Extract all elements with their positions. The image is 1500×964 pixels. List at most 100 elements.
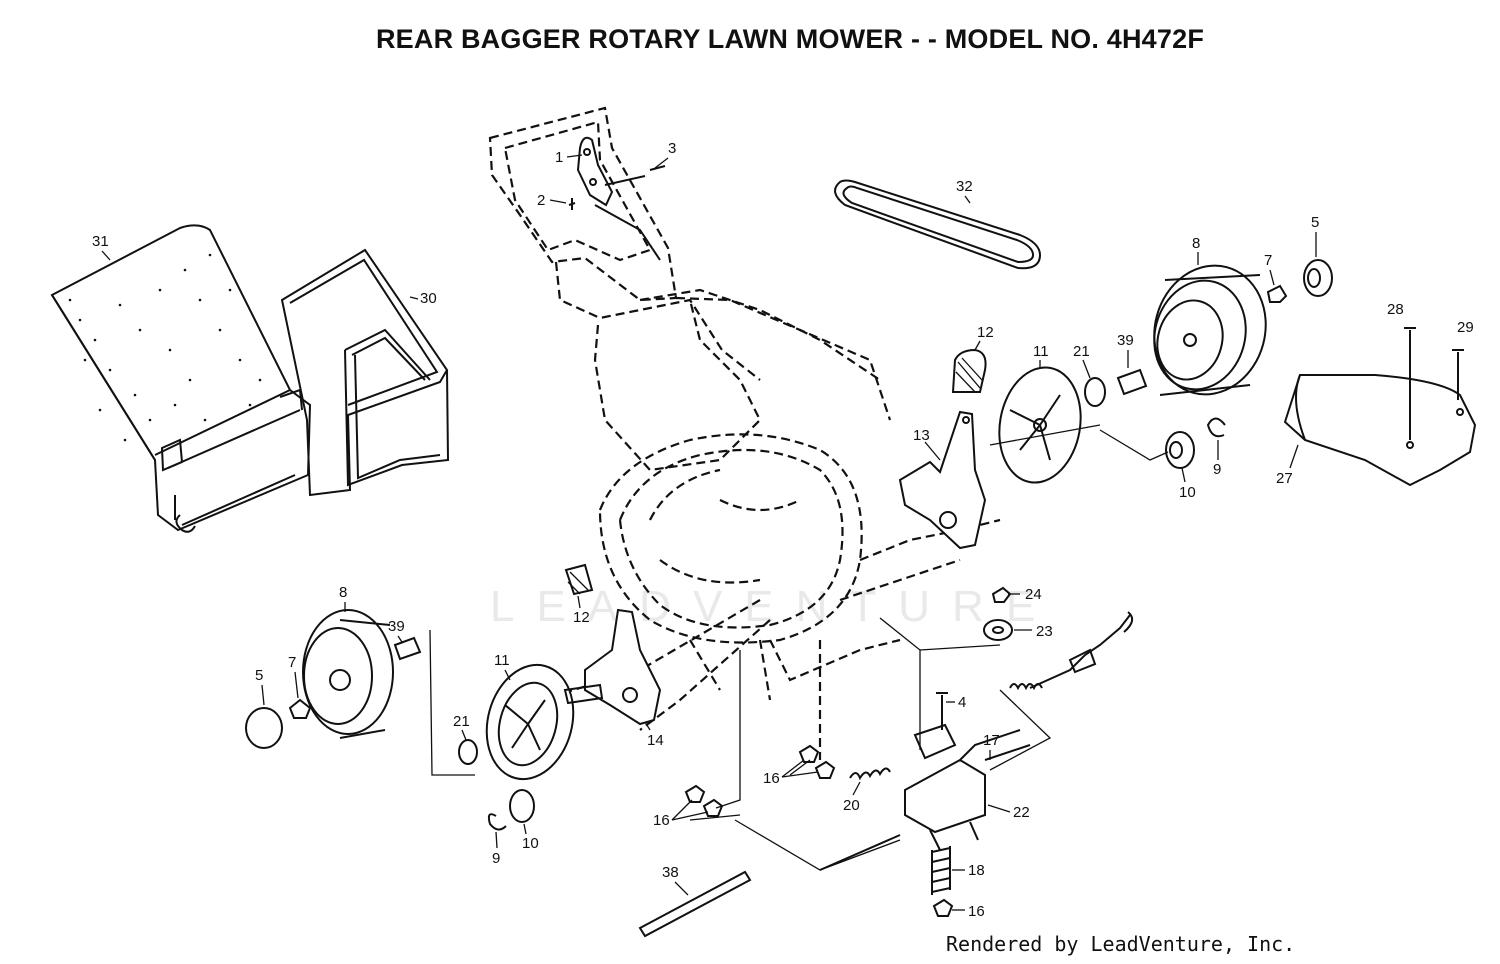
callout-17: 17 bbox=[983, 732, 1000, 760]
callout-21-left: 21 bbox=[453, 713, 470, 741]
svg-text:24: 24 bbox=[1025, 586, 1042, 603]
return-spring bbox=[849, 767, 891, 781]
right-wheel-plate bbox=[998, 366, 1082, 484]
svg-text:10: 10 bbox=[522, 835, 539, 852]
svg-text:16: 16 bbox=[763, 770, 780, 787]
mower-deck bbox=[539, 433, 1001, 760]
deflector-bolt-short bbox=[1452, 349, 1464, 400]
svg-text:21: 21 bbox=[1073, 343, 1090, 360]
callout-23: 23 bbox=[1014, 623, 1053, 640]
shift-rod bbox=[819, 744, 1031, 871]
svg-text:21: 21 bbox=[453, 713, 470, 730]
callout-12-lower: 12 bbox=[573, 595, 590, 626]
callout-5-right: 5 bbox=[1311, 214, 1319, 257]
svg-text:39: 39 bbox=[1117, 332, 1134, 349]
callout-10-left: 10 bbox=[522, 823, 539, 852]
svg-text:11: 11 bbox=[494, 652, 510, 669]
diagram-title: REAR BAGGER ROTARY LAWN MOWER - - MODEL … bbox=[375, 24, 1205, 54]
callout-16-left: 16 bbox=[653, 799, 709, 829]
callout-7-left: 7 bbox=[288, 654, 299, 699]
callout-31: 31 bbox=[92, 233, 111, 261]
handle-bracket bbox=[568, 136, 666, 261]
pulley-nut bbox=[991, 586, 1012, 603]
svg-text:5: 5 bbox=[255, 667, 263, 684]
callout-12-upper: 12 bbox=[974, 324, 994, 351]
callout-27: 27 bbox=[1276, 444, 1299, 487]
left-drive-gear bbox=[509, 789, 535, 823]
callouts: 1 2 3 32 31 30 8 7 5 12 11 21 39 28 29 1… bbox=[92, 140, 1474, 920]
callout-9-right: 9 bbox=[1213, 440, 1221, 478]
callout-3: 3 bbox=[654, 140, 676, 169]
left-front-wheel bbox=[302, 609, 394, 739]
callout-29: 29 bbox=[1457, 319, 1474, 336]
svg-text:12: 12 bbox=[573, 609, 590, 626]
right-rear-wheel bbox=[1153, 264, 1267, 396]
callout-38: 38 bbox=[662, 864, 689, 896]
callout-8-right: 8 bbox=[1192, 235, 1200, 265]
left-wheel-plate bbox=[485, 663, 575, 781]
left-adjuster-bracket bbox=[563, 608, 662, 726]
svg-text:31: 31 bbox=[92, 233, 109, 250]
height-adjust-grip-lower bbox=[564, 563, 594, 596]
footer-credit: Rendered by LeadVenture, Inc. bbox=[946, 932, 1296, 956]
exploded-view-lines bbox=[429, 424, 1169, 871]
svg-text:20: 20 bbox=[843, 797, 860, 814]
right-wheel-cap bbox=[1303, 259, 1333, 297]
svg-text:28: 28 bbox=[1387, 301, 1404, 318]
svg-text:16: 16 bbox=[653, 812, 670, 829]
svg-text:27: 27 bbox=[1276, 470, 1293, 487]
callout-24: 24 bbox=[1008, 586, 1042, 603]
left-bushing bbox=[393, 636, 422, 661]
callout-13: 13 bbox=[913, 427, 941, 461]
svg-text:10: 10 bbox=[1179, 484, 1196, 501]
svg-text:9: 9 bbox=[492, 850, 500, 867]
bag-frame bbox=[280, 248, 450, 497]
svg-text:11: 11 bbox=[1033, 343, 1049, 360]
svg-text:39: 39 bbox=[388, 618, 405, 635]
svg-text:4: 4 bbox=[958, 694, 966, 711]
svg-text:38: 38 bbox=[662, 864, 679, 881]
center-nuts bbox=[798, 744, 836, 779]
handle-assembly bbox=[488, 106, 892, 472]
svg-text:7: 7 bbox=[1264, 252, 1272, 269]
svg-text:30: 30 bbox=[420, 290, 437, 307]
svg-text:12: 12 bbox=[977, 324, 994, 341]
drive-belt bbox=[834, 179, 1042, 270]
callout-4: 4 bbox=[946, 694, 966, 711]
callout-30: 30 bbox=[409, 290, 437, 307]
svg-text:2: 2 bbox=[537, 192, 545, 209]
callout-5-left: 5 bbox=[255, 667, 265, 706]
svg-text:5: 5 bbox=[1311, 214, 1319, 231]
callout-9-left: 9 bbox=[492, 831, 500, 867]
left-wheel-cap bbox=[245, 707, 283, 749]
svg-text:17: 17 bbox=[983, 732, 1000, 749]
right-retaining-clip bbox=[1206, 417, 1226, 438]
transmission-bolt bbox=[936, 692, 948, 730]
pulley-washer bbox=[983, 619, 1013, 641]
callout-28: 28 bbox=[1387, 301, 1404, 318]
callout-39-right: 39 bbox=[1117, 332, 1134, 368]
cable-spring bbox=[1009, 683, 1043, 691]
drive-cable bbox=[1029, 611, 1134, 689]
callout-8-left: 8 bbox=[339, 584, 347, 612]
svg-text:3: 3 bbox=[668, 140, 676, 157]
callout-11-right: 11 bbox=[1033, 343, 1049, 368]
rear-deflector bbox=[1283, 374, 1477, 487]
svg-text:13: 13 bbox=[913, 427, 930, 444]
compression-spring bbox=[931, 846, 951, 895]
transmission bbox=[904, 723, 1021, 851]
right-bushing bbox=[1116, 368, 1148, 396]
svg-text:32: 32 bbox=[956, 178, 973, 195]
callout-32: 32 bbox=[956, 178, 973, 204]
deflector-bolt-long bbox=[1404, 327, 1416, 440]
right-adjuster-bracket bbox=[898, 410, 987, 550]
callout-18: 18 bbox=[952, 862, 985, 879]
svg-text:16: 16 bbox=[968, 903, 985, 920]
callout-20: 20 bbox=[843, 781, 861, 814]
callout-1: 1 bbox=[555, 149, 583, 166]
callout-22: 22 bbox=[987, 804, 1030, 821]
svg-text:29: 29 bbox=[1457, 319, 1474, 336]
left-wheel-nut bbox=[288, 698, 312, 719]
svg-text:8: 8 bbox=[1192, 235, 1200, 252]
